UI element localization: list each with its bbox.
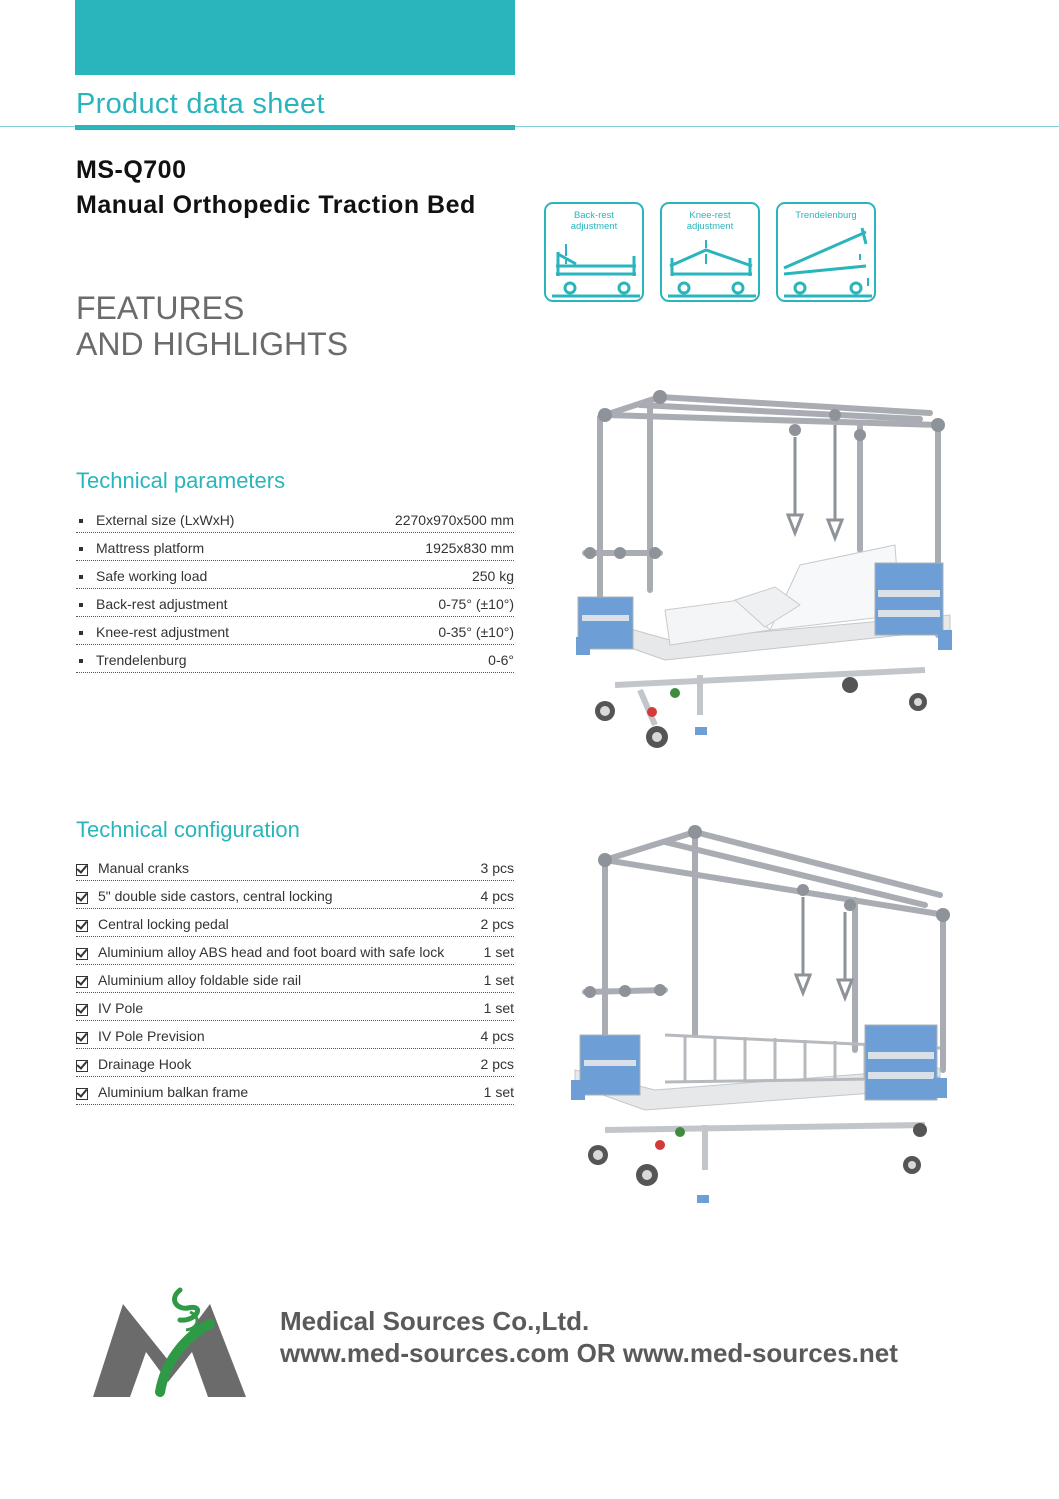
- company-websites: www.med-sources.com OR www.med-sources.n…: [280, 1338, 898, 1368]
- technical-configuration-title: Technical configuration: [76, 817, 300, 842]
- trendelenburg-icon: Trendelenburg: [776, 202, 876, 302]
- table-row: External size (LxWxH)2270x970x500 mm: [76, 505, 514, 533]
- checkbox-icon: [76, 920, 88, 932]
- checkbox-icon: [76, 1088, 88, 1100]
- traction-bed-flat-image: [571, 825, 950, 1203]
- checkbox-icon: [76, 948, 88, 960]
- company-name: Medical Sources Co.,Ltd.: [280, 1306, 590, 1336]
- features-heading-line2: AND HIGHLIGHTS: [76, 326, 349, 362]
- product-name: Manual Orthopedic Traction Bed: [76, 191, 476, 219]
- product-model: MS-Q700: [76, 156, 187, 184]
- header-divider: [0, 126, 1059, 127]
- features-heading-line1: FEATURES: [76, 290, 245, 326]
- features-heading: FEATURES AND HIGHLIGHTS: [76, 290, 348, 362]
- medical-sources-logo: [93, 1287, 246, 1397]
- checkbox-icon: [76, 1004, 88, 1016]
- page-title: Product data sheet: [76, 88, 325, 120]
- checkbox-icon: [76, 976, 88, 988]
- checkbox-icon: [76, 864, 88, 876]
- header-accent-bar: [75, 125, 515, 130]
- checkbox-icon: [76, 1032, 88, 1044]
- icon-label: Trendelenburg: [795, 210, 857, 221]
- traction-bed-raised-image: [576, 390, 952, 748]
- checkbox-icon: [76, 892, 88, 904]
- technical-parameters-table: External size (LxWxH)2270x970x500 mm Mat…: [76, 505, 514, 673]
- header-color-block: [75, 0, 515, 75]
- table-row: Aluminium alloy ABS head and foot board …: [76, 937, 514, 965]
- checkbox-icon: [76, 1060, 88, 1072]
- technical-parameters-title: Technical parameters: [76, 468, 286, 493]
